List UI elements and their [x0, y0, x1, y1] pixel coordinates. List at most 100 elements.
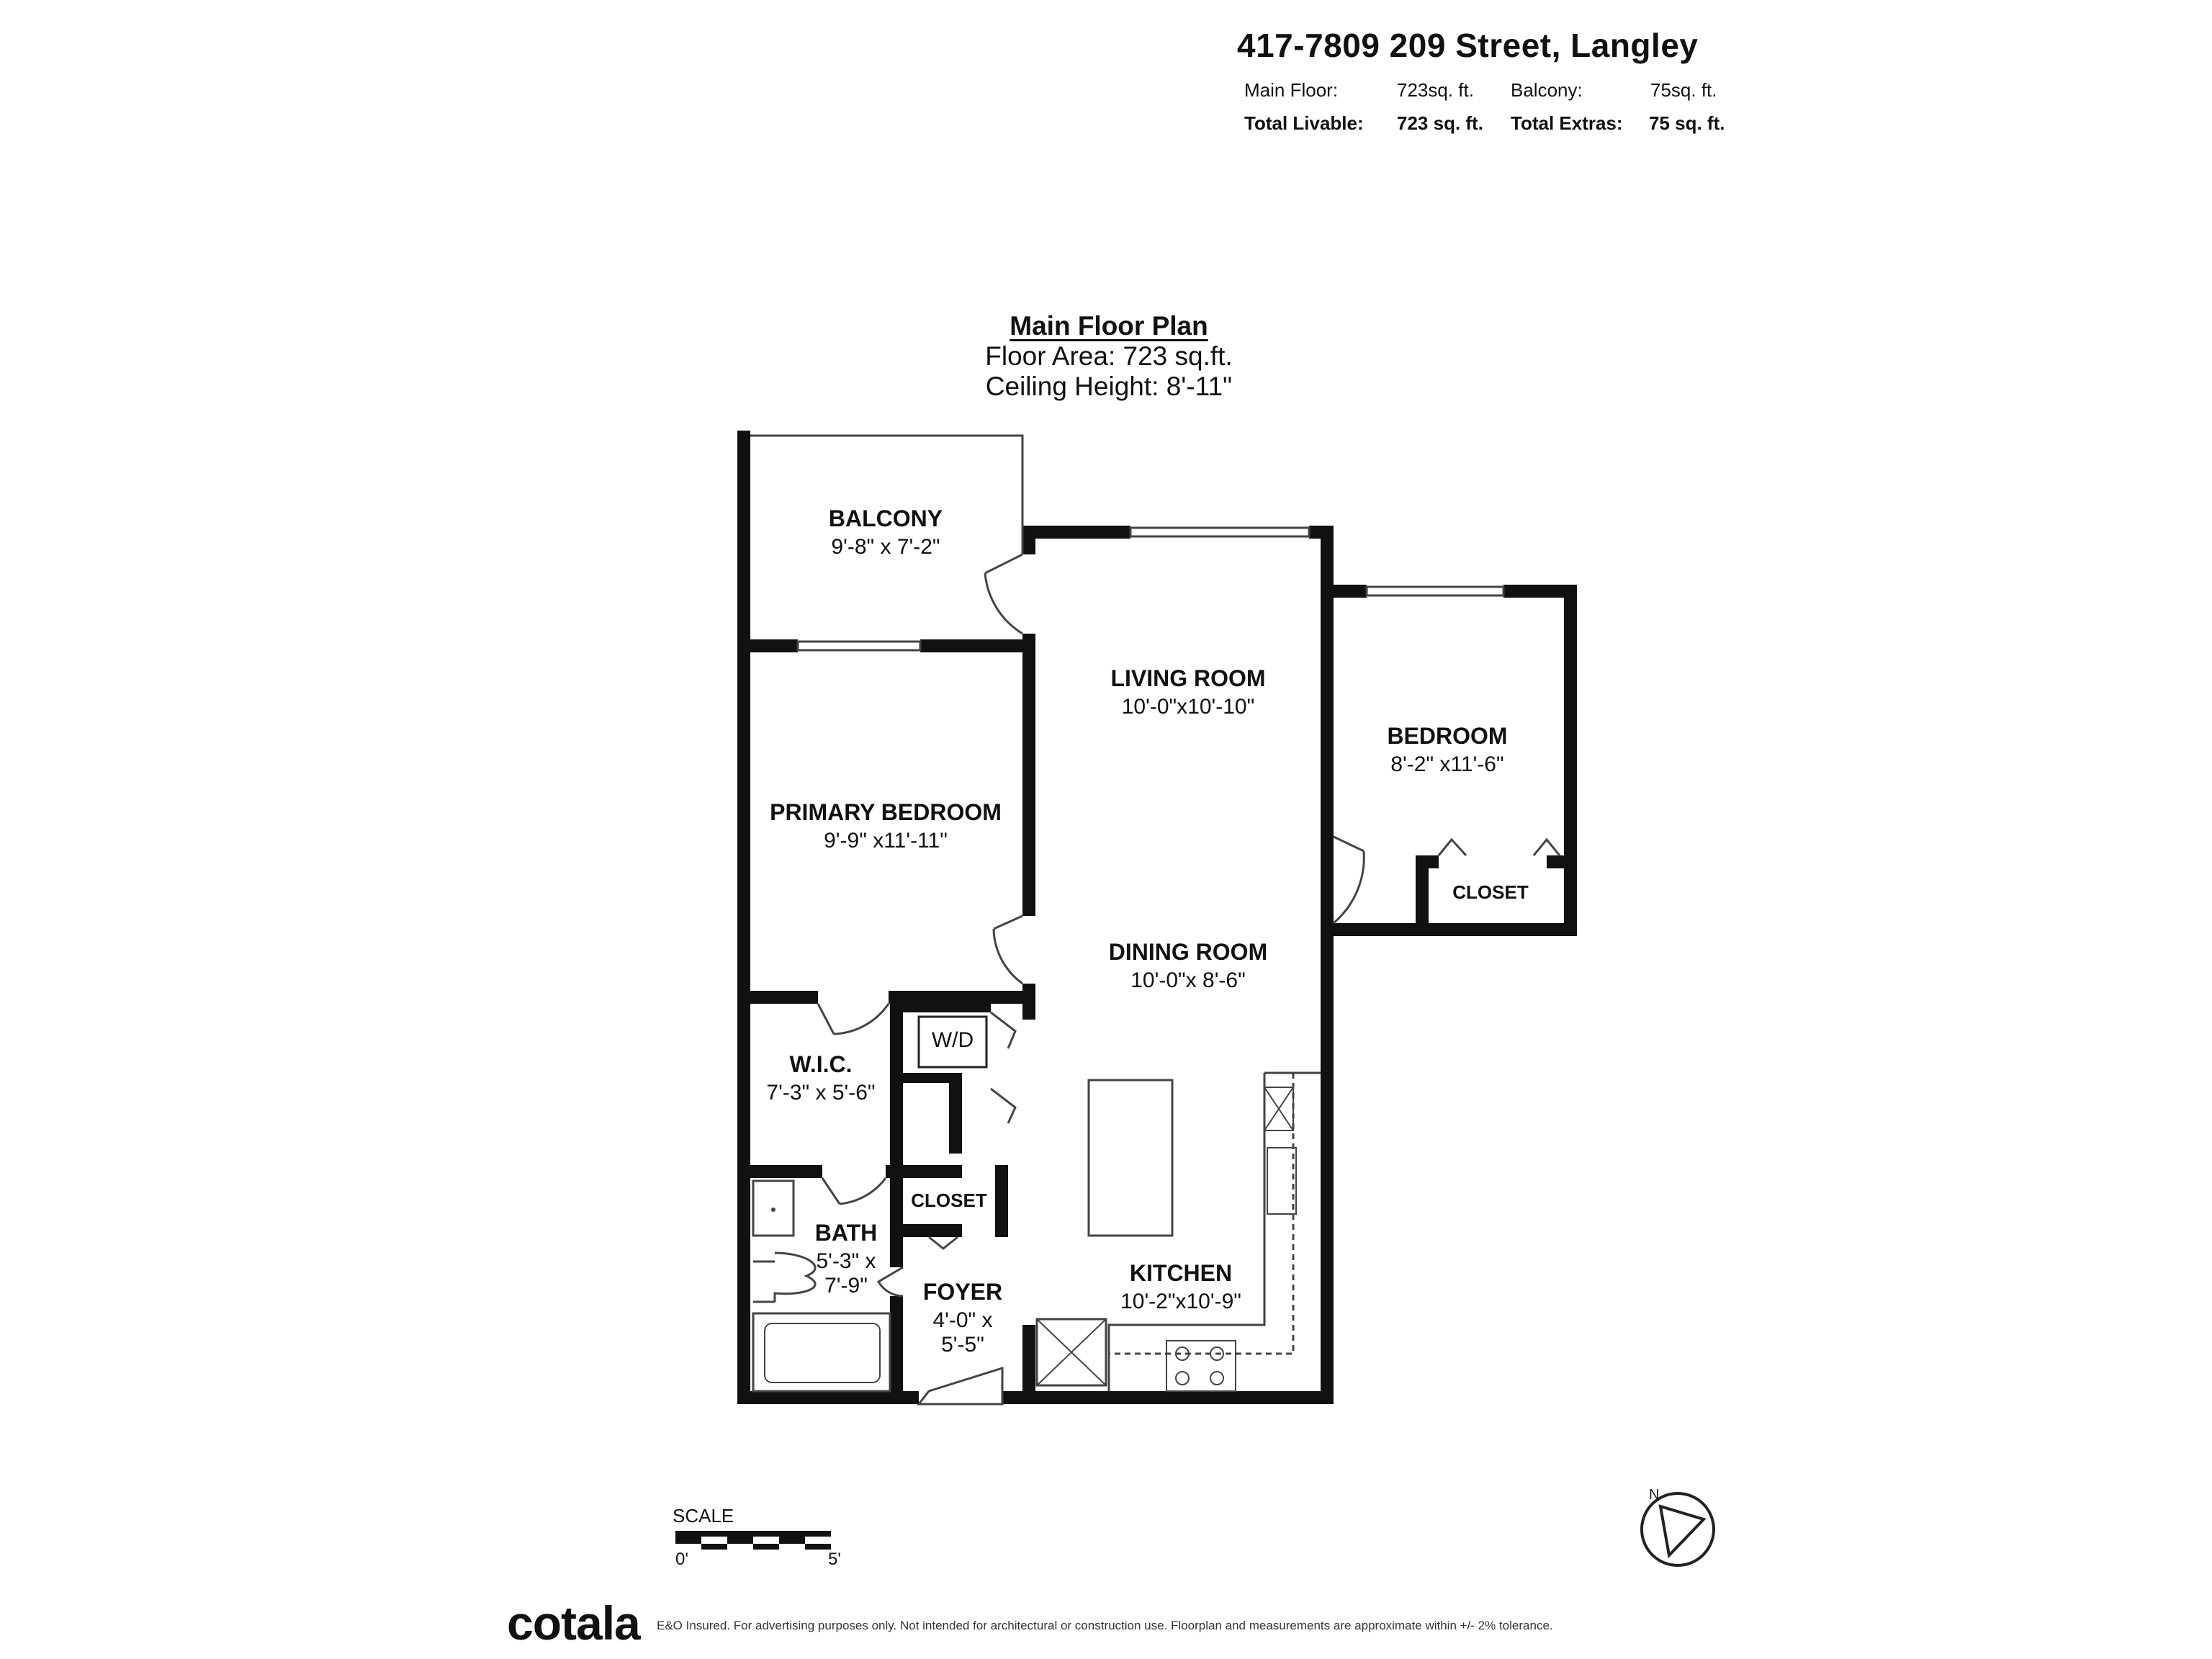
- wall-top-living-b: [1309, 526, 1334, 539]
- room-dims: 10'-0"x10'-10": [1121, 695, 1255, 719]
- wall-closet-top-b: [1547, 855, 1568, 868]
- bedroom-window: [1365, 585, 1505, 597]
- room-name: BEDROOM: [1387, 723, 1508, 749]
- wall-wd-top: [890, 1002, 991, 1012]
- wall-closet-bottom-b: [995, 1224, 1008, 1237]
- bedroom-closet-label: CLOSET: [1452, 881, 1529, 903]
- wd-doors: [990, 1011, 1017, 1124]
- kitchen-sink-icon: [1267, 1147, 1297, 1215]
- svg-text:N: N: [1649, 1487, 1659, 1503]
- ceiling-height: Ceiling Height: 8'-11": [985, 372, 1233, 401]
- plan-heading: Main Floor Plan Floor Area: 723 sq.ft. C…: [965, 311, 1253, 402]
- bedroom-closet-doors: [1437, 837, 1561, 857]
- total-livable-label: Total Livable:: [1244, 112, 1364, 134]
- scale-bar: [675, 1531, 831, 1550]
- bedroom-door: [1333, 835, 1365, 925]
- wic-door: [817, 1003, 890, 1035]
- room-dining: DINING ROOM 10'-0"x 8'-6": [1066, 939, 1310, 993]
- scale-end: 5': [828, 1550, 841, 1569]
- bathtub-icon: [752, 1312, 891, 1393]
- plan-title: Main Floor Plan: [1010, 311, 1208, 341]
- living-window: [1129, 526, 1310, 538]
- room-dims: 10'-0"x 8'-6": [1130, 968, 1246, 992]
- wall-wic-bottom-a: [737, 1165, 822, 1178]
- room-dims: 9'-9" x11'-11": [824, 829, 948, 853]
- room-balcony: BALCONY 9'-8" x 7'-2": [763, 505, 1008, 559]
- wall-bath-foyer-low: [890, 1296, 903, 1404]
- room-name: LIVING ROOM: [1110, 665, 1266, 691]
- total-extras-value: 75 sq. ft.: [1649, 112, 1725, 134]
- room-name: BALCONY: [828, 505, 943, 531]
- total-livable-value: 723 sq. ft.: [1397, 112, 1483, 134]
- room-living: LIVING ROOM 10'-0"x10'-10": [1066, 665, 1310, 719]
- room-dims: 7'-3" x 5'-6": [766, 1081, 876, 1105]
- room-wic: W.I.C. 7'-3" x 5'-6": [749, 1051, 893, 1105]
- balcony-door: [984, 553, 1023, 635]
- north-arrow-icon: N: [1640, 1487, 1715, 1567]
- room-kitchen: KITCHEN 10'-2"x10'-9": [1094, 1260, 1267, 1314]
- wall-balcony-primary-a: [737, 639, 798, 652]
- room-dims: 8'-2" x11'-6": [1390, 752, 1504, 776]
- wd-label: W/D: [931, 1028, 974, 1052]
- balcony-railing: [750, 434, 1024, 554]
- cotala-logo: cotala: [507, 1596, 641, 1650]
- closet-label: CLOSET: [911, 1190, 987, 1211]
- disclaimer: E&O Insured. For advertising purposes on…: [657, 1619, 1553, 1632]
- thin-lines: [750, 434, 1561, 1406]
- pantry-icon: [1035, 1318, 1107, 1387]
- room-name: BATH: [814, 1220, 878, 1246]
- entry-door: [916, 1366, 1004, 1406]
- wall-primary-bottom-b: [889, 991, 1035, 1004]
- wall-wic-right: [949, 1073, 962, 1154]
- wall-balcony-primary-b: [920, 639, 1035, 652]
- room-dims-1: 4'-0" x: [932, 1308, 993, 1332]
- kitchen-island-icon: [1087, 1079, 1174, 1237]
- wall-closet-left: [890, 1165, 903, 1237]
- wall-closet-left: [1416, 855, 1429, 927]
- main-floor-label: Main Floor:: [1244, 79, 1339, 101]
- upper-cabinets: [1109, 1073, 1295, 1355]
- wall-kitchen-foyer: [1022, 1325, 1035, 1404]
- scale-start: 0': [675, 1550, 688, 1569]
- room-foyer: FOYER 4'-0" x 5'-5": [909, 1279, 1017, 1357]
- washer-dryer-icon: [917, 1015, 988, 1069]
- room-bath: BATH 5'-3" x 7'-9": [799, 1220, 893, 1298]
- fixtures: [752, 1015, 1297, 1393]
- wall-living-left-top: [1022, 526, 1035, 554]
- wall-bedroom-left: [1321, 585, 1334, 837]
- room-name: PRIMARY BEDROOM: [770, 799, 1002, 825]
- toilet-icon: [753, 1251, 817, 1303]
- wall-bottom-right: [1002, 1391, 1334, 1404]
- room-dims-2: 7'-9": [824, 1274, 868, 1298]
- wall-closet-bottom-a: [890, 1224, 962, 1237]
- room-name: KITCHEN: [1129, 1260, 1233, 1286]
- wall-wd-bottom: [890, 1073, 958, 1083]
- balcony-label: Balcony:: [1511, 79, 1583, 101]
- wall-primary-bottom-a: [737, 991, 818, 1004]
- floor-area: Floor Area: 723 sq.ft.: [985, 341, 1233, 371]
- primary-door: [992, 914, 1023, 985]
- room-name: DINING ROOM: [1108, 939, 1268, 965]
- fridge-icon: [1264, 1087, 1294, 1131]
- wall-bedroom-right: [1564, 585, 1577, 936]
- room-name: FOYER: [922, 1279, 1003, 1305]
- room-dims: 9'-8" x 7'-2": [831, 535, 940, 559]
- room-primary-bedroom: PRIMARY BEDROOM 9'-9" x11'-11": [749, 799, 1022, 853]
- address-title: 417-7809 209 Street, Langley: [1237, 27, 1699, 64]
- wall-top-living-a: [1022, 526, 1130, 539]
- bath-door: [821, 1177, 887, 1205]
- wall-closet-right: [995, 1165, 1008, 1237]
- wall-bedroom-top-b: [1503, 585, 1577, 598]
- wall-wic-bottom-b: [886, 1165, 962, 1178]
- walls: [737, 431, 1577, 1404]
- room-name: W.I.C.: [789, 1051, 853, 1077]
- room-dims: 10'-2"x10'-9": [1120, 1290, 1241, 1313]
- wall-bottom-left: [737, 1391, 919, 1404]
- room-dims-1: 5'-3" x: [816, 1249, 876, 1273]
- room-dims-2: 5'-5": [941, 1333, 984, 1357]
- wall-bath-foyer: [890, 1224, 903, 1267]
- bath-foyer-door: [876, 1266, 904, 1298]
- room-bedroom: BEDROOM 8'-2" x11'-6": [1354, 723, 1541, 777]
- wall-bedroom-bottom: [1321, 923, 1577, 936]
